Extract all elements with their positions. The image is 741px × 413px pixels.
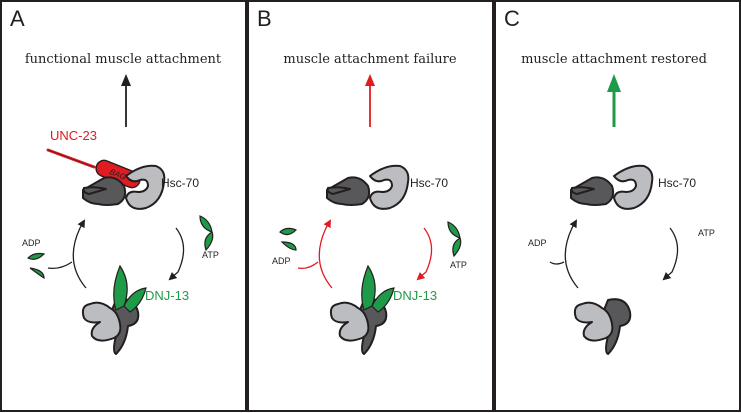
adp-label: ADP [22,238,41,248]
atp-label: ATP [202,250,219,260]
panel-b-letter: B [257,6,272,31]
hsc70-label: Hsc-70 [410,176,448,190]
dnj-binding-partner [573,298,632,355]
panel-c-letter: C [504,6,520,31]
panel-a-title: functional muscle attachment [25,52,222,67]
adp-label: ADP [528,238,547,248]
hsc70-protein [82,164,166,210]
adp-release-line [297,261,319,270]
dnj-13-label: DNJ-13 [393,288,437,303]
dnj-13-protein [329,264,395,355]
cycle-arrow-left [72,219,87,289]
atp-label: ATP [698,228,715,238]
panel-b: B muscle attachment failure Hsc-70 ATP A… [247,0,494,412]
hsc70-label: Hsc-70 [658,176,696,190]
cycle-arrow-left [318,219,333,289]
hsc70-protein [326,164,410,210]
hsc70-label: Hsc-70 [161,176,199,190]
unc-23-label: UNC-23 [50,128,97,143]
panel-a-letter: A [10,6,25,31]
adp-release-line [47,261,73,270]
dnj-13-protein [81,264,147,355]
dnj-13-label: DNJ-13 [145,288,189,303]
panel-c-title: muscle attachment restored [521,52,707,67]
panel-b-up-arrow [365,74,375,127]
adp-label: ADP [272,256,291,266]
panel-a-up-arrow [121,74,131,127]
cycle-arrow-right [168,227,185,281]
atp-nucleotide [447,221,462,258]
atp-label: ATP [450,260,467,270]
atp-nucleotide [199,215,214,252]
panel-a: A functional muscle attachment UNC-23 BA… [0,0,247,412]
adp-nucleotide [279,227,298,251]
cycle-arrow-left [564,219,579,289]
adp-nucleotide [26,252,46,280]
panel-c: C muscle attachment restored Hsc-70 ATP … [494,0,741,412]
panel-b-title: muscle attachment failure [283,52,456,67]
panel-c-up-arrow [607,74,621,127]
cycle-arrow-right [662,227,679,281]
hsc70-protein [570,164,654,210]
adp-release-line [549,261,565,265]
cycle-arrow-right [416,227,433,281]
